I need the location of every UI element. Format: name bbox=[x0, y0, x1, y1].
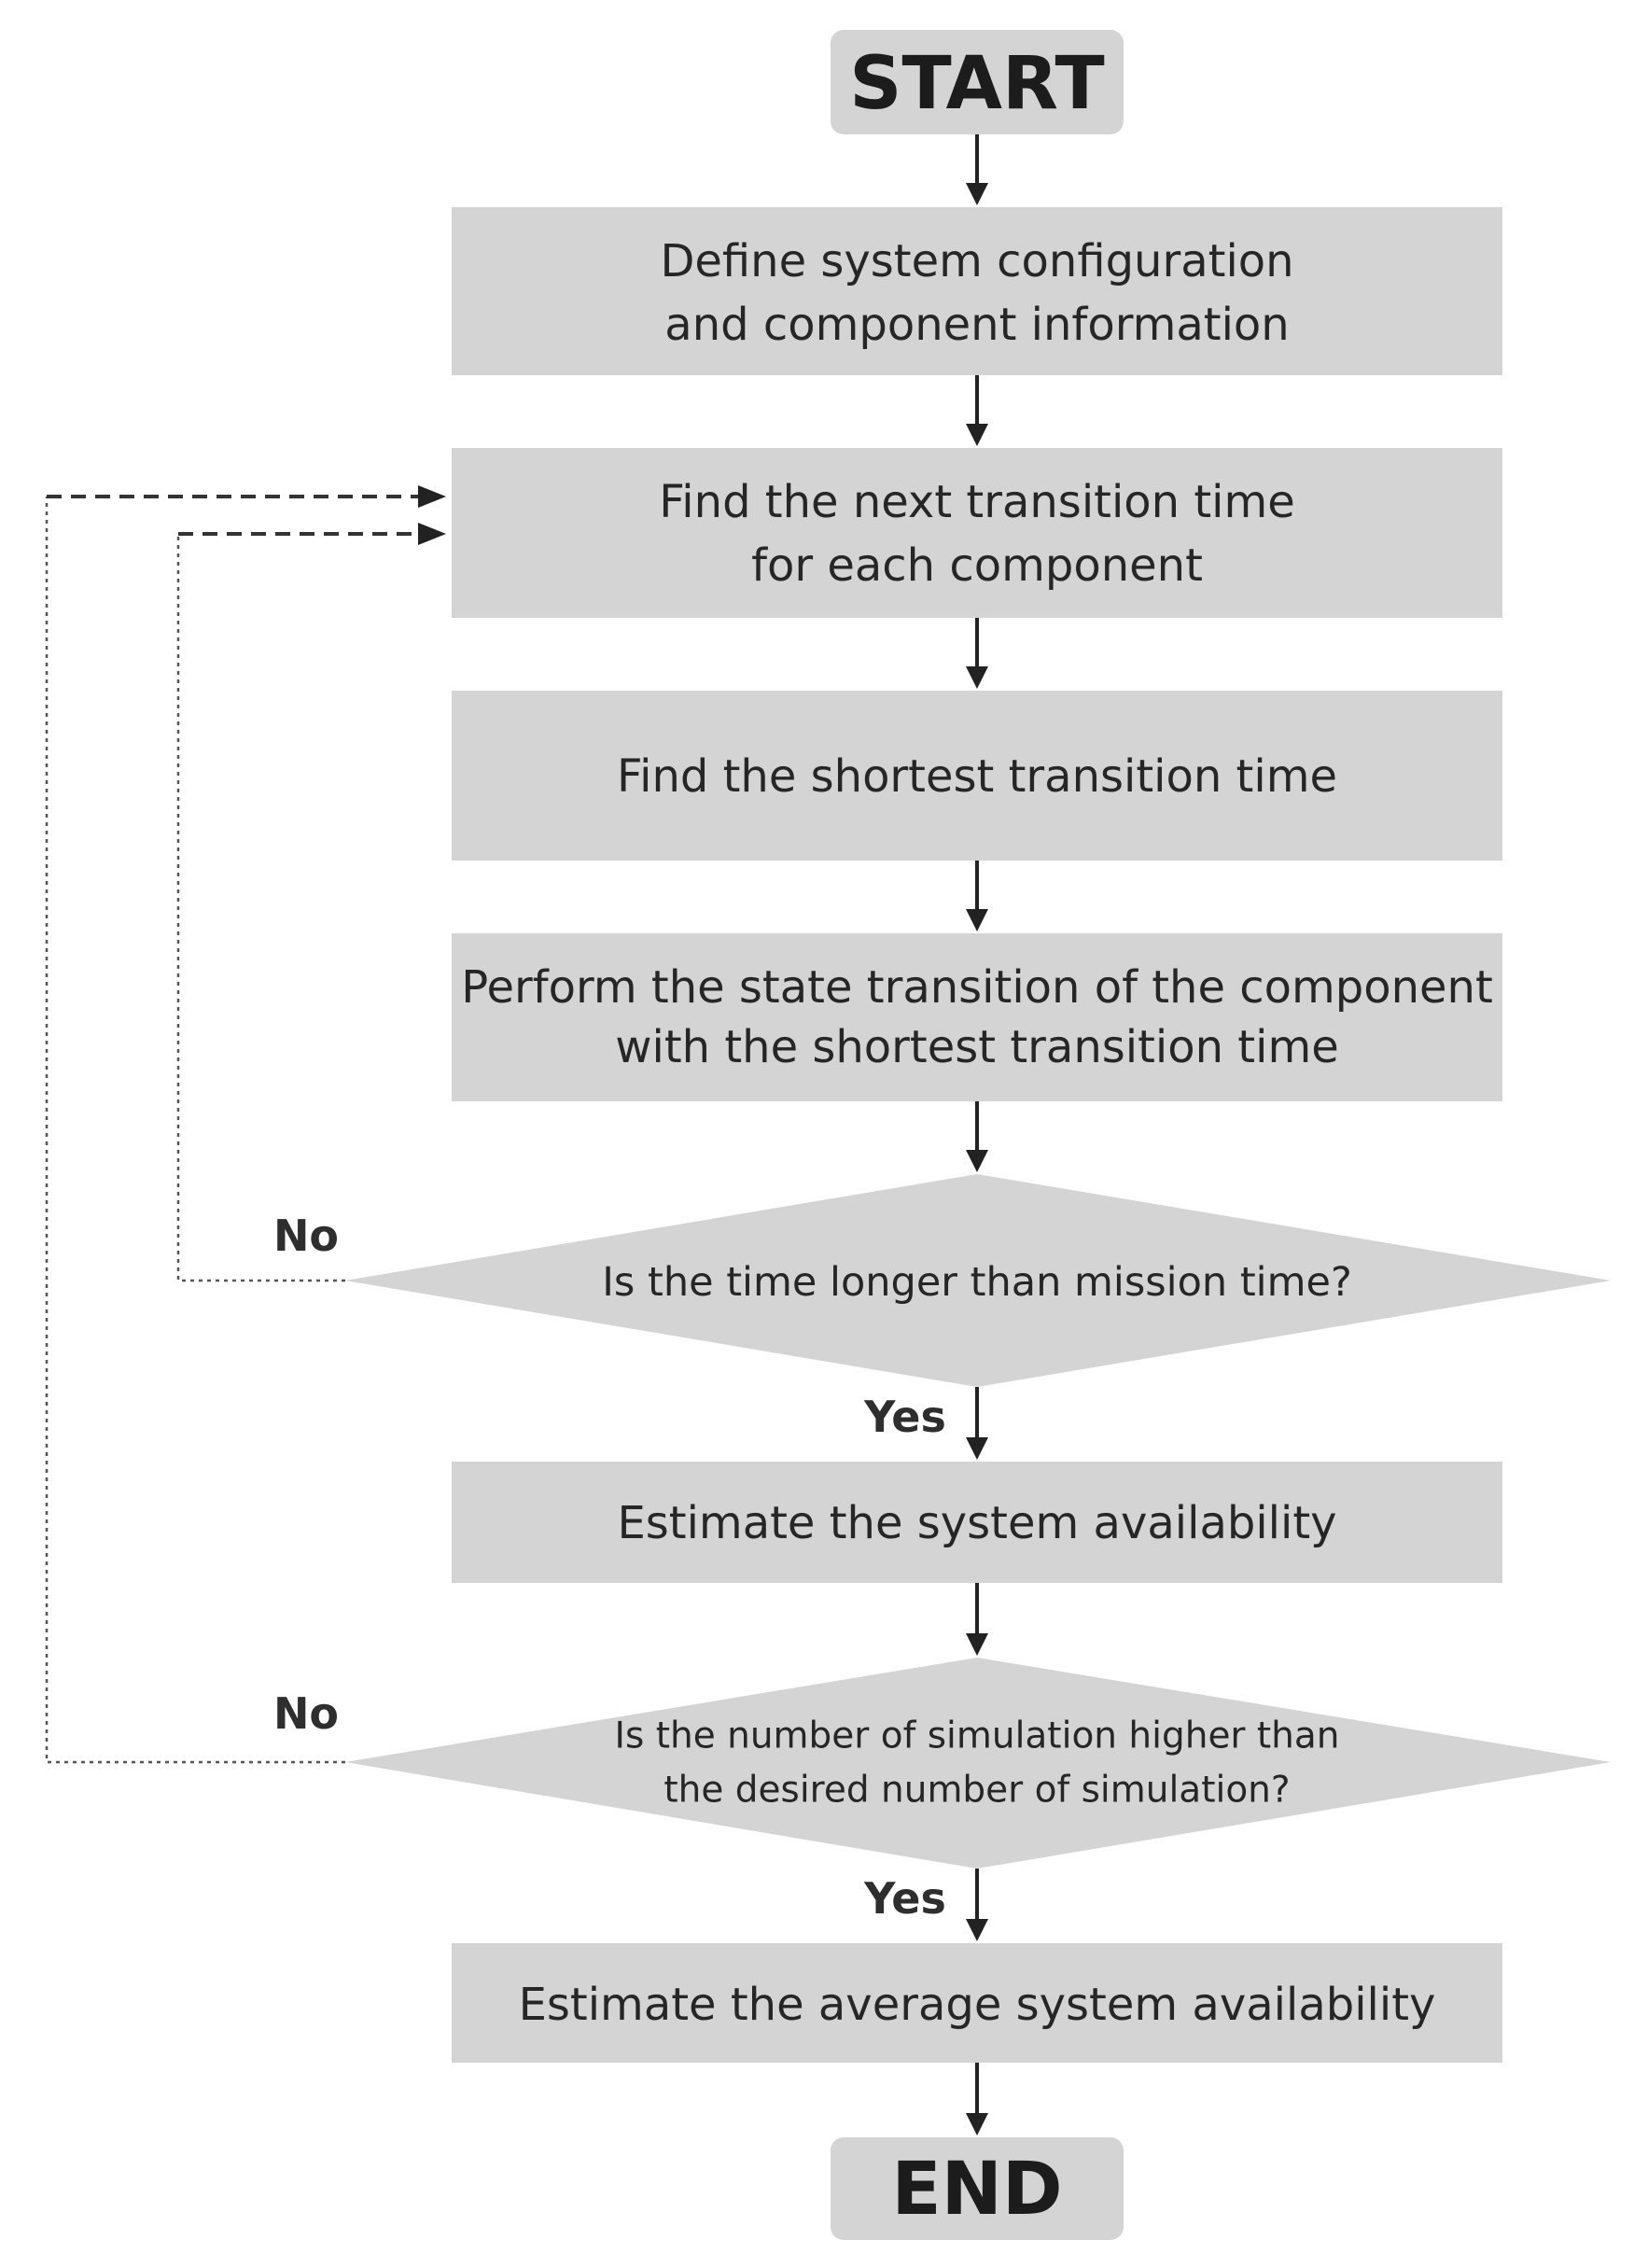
flow-arrows bbox=[966, 134, 988, 2135]
simulation-no-loop-line bbox=[45, 497, 345, 1764]
step-define-configuration: Define system configuration and componen… bbox=[452, 207, 1502, 375]
step-estimate-line-1: Estimate the system availability bbox=[617, 1497, 1336, 1549]
step-perform-line-2: with the shortest transition time bbox=[615, 1021, 1338, 1073]
arrowhead-start-to-define bbox=[966, 183, 988, 205]
arrowhead-estimate-to-simulation bbox=[966, 1633, 988, 1656]
arrowhead-mission-to-estimate bbox=[966, 1437, 988, 1460]
decision-mission-line-1: Is the time longer than mission time? bbox=[602, 1259, 1352, 1306]
simulation-yes-label: Yes bbox=[863, 1873, 946, 1924]
mission-no-loop-line bbox=[176, 534, 345, 1282]
step-shortest-transition: Find the shortest transition time bbox=[452, 691, 1502, 861]
mission-no-label: No bbox=[273, 1211, 339, 1261]
start-label: START bbox=[849, 42, 1104, 126]
step-define-line-2: and component information bbox=[664, 299, 1289, 351]
arrowhead-next-to-shortest bbox=[966, 666, 988, 689]
arrowhead-simulation-to-average bbox=[966, 1919, 988, 1941]
step-next-transition: Find the next transition time for each c… bbox=[452, 448, 1502, 618]
step-next-line-2: for each component bbox=[751, 539, 1203, 592]
start-terminal: START bbox=[831, 30, 1124, 134]
step-estimate-average: Estimate the average system availability bbox=[452, 1943, 1502, 2063]
simulation-no-label: No bbox=[273, 1688, 339, 1739]
end-label: END bbox=[891, 2148, 1062, 2232]
decision-simulation-count: Is the number of simulation higher than … bbox=[345, 1658, 1611, 1869]
loop-connectors bbox=[45, 485, 446, 1764]
step-average-line-1: Estimate the average system availability bbox=[519, 1979, 1436, 2031]
mission-no-loop-arrowhead bbox=[418, 523, 446, 545]
step-define-line-1: Define system configuration bbox=[660, 235, 1293, 287]
arrowhead-perform-to-mission bbox=[966, 1150, 988, 1172]
decision-simulation-line-1: Is the number of simulation higher than bbox=[615, 1715, 1340, 1757]
arrowhead-average-to-end bbox=[966, 2113, 988, 2135]
step-estimate-availability: Estimate the system availability bbox=[452, 1462, 1502, 1583]
step-next-line-1: Find the next transition time bbox=[659, 476, 1295, 528]
end-terminal: END bbox=[831, 2137, 1124, 2240]
decision-simulation-line-2: the desired number of simulation? bbox=[663, 1770, 1290, 1812]
decision-mission-time: Is the time longer than mission time? bbox=[345, 1174, 1611, 1387]
arrowhead-define-to-next bbox=[966, 424, 988, 446]
branch-labels: No Yes No Yes bbox=[273, 1211, 946, 1924]
mission-yes-label: Yes bbox=[863, 1392, 946, 1442]
step-shortest-line-1: Find the shortest transition time bbox=[617, 750, 1337, 803]
step-perform-line-1: Perform the state transition of the comp… bbox=[461, 961, 1493, 1014]
step-perform-transition: Perform the state transition of the comp… bbox=[452, 933, 1502, 1101]
simulation-no-loop-arrowhead bbox=[418, 485, 446, 508]
arrowhead-shortest-to-perform bbox=[966, 909, 988, 931]
